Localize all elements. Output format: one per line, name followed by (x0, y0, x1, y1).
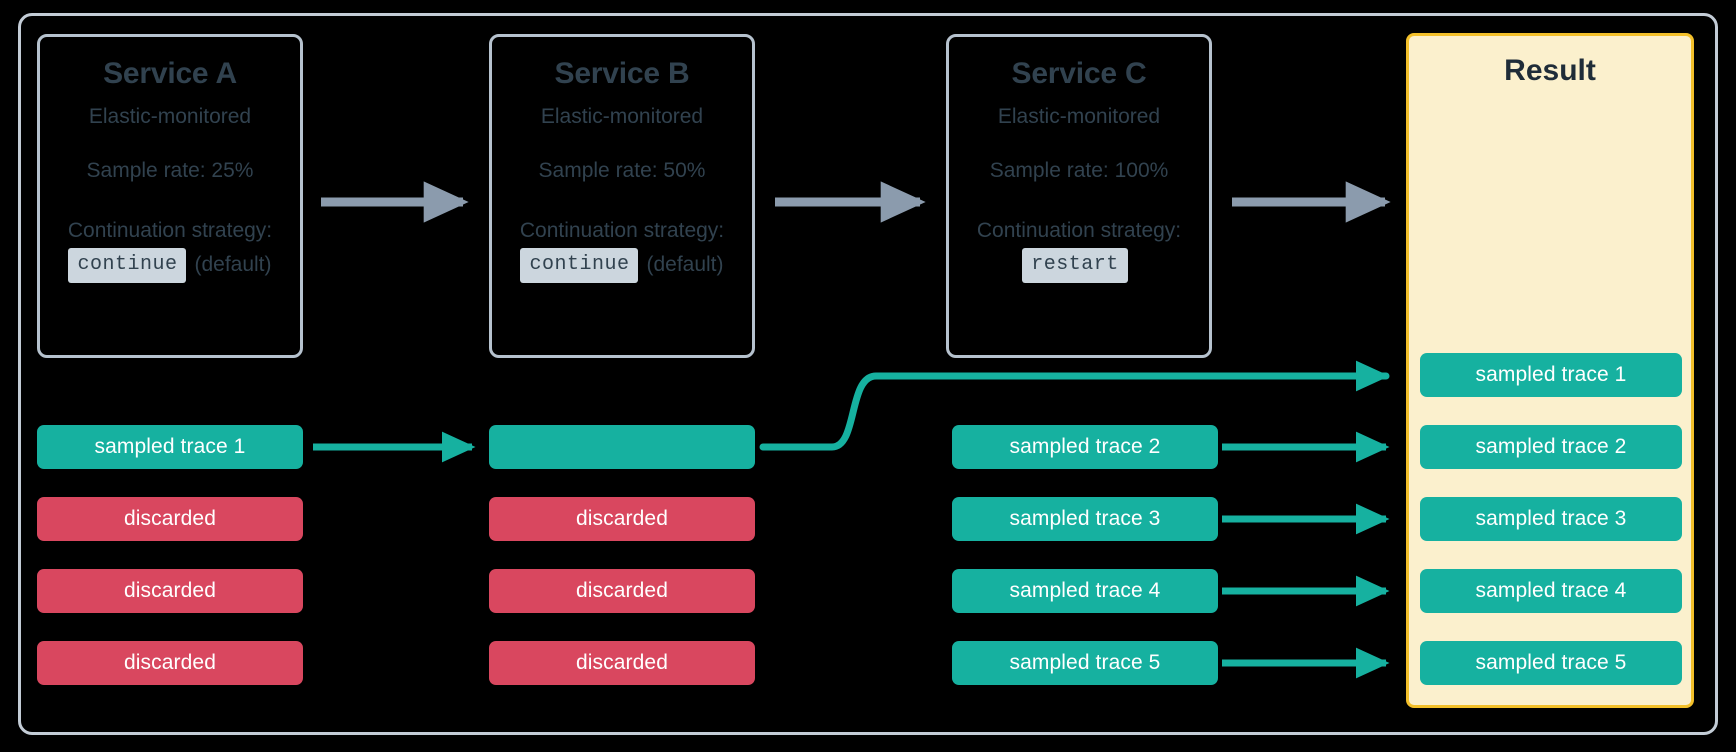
continuation-strategy-label: Continuation strategy: continue (default… (68, 217, 272, 283)
result-title: Result (1504, 54, 1596, 87)
service-subtitle: Elastic-monitored (540, 105, 704, 128)
strategy-row: continue (default) (68, 247, 272, 283)
strategy-code-chip: restart (1022, 247, 1128, 283)
strategy-code-chip: continue (520, 247, 639, 283)
outer-frame (18, 13, 1718, 735)
result-trace-pill: sampled trace 3 (1420, 497, 1682, 541)
trace-pill: sampled trace 1 (37, 425, 303, 469)
service-sample-rate: Sample rate: 25% (86, 159, 254, 182)
result-trace-pill: sampled trace 1 (1420, 353, 1682, 397)
continuation-strategy-label: Continuation strategy: continue (default… (520, 217, 724, 283)
service-title: Service B (554, 57, 690, 90)
trace-pill: sampled trace 5 (952, 641, 1218, 685)
service-box-a: Service A Elastic-monitored Sample rate:… (37, 34, 303, 358)
trace-pill: discarded (37, 641, 303, 685)
service-box-b: Service B Elastic-monitored Sample rate:… (489, 34, 755, 358)
strategy-row: restart (977, 247, 1181, 283)
result-trace-pill: sampled trace 2 (1420, 425, 1682, 469)
result-trace-pill: sampled trace 5 (1420, 641, 1682, 685)
trace-pill: sampled trace 3 (952, 497, 1218, 541)
trace-pill: sampled trace 4 (952, 569, 1218, 613)
result-trace-pill: sampled trace 4 (1420, 569, 1682, 613)
trace-pill: discarded (489, 641, 755, 685)
service-subtitle: Elastic-monitored (88, 105, 252, 128)
continuation-strategy-label: Continuation strategy: restart (977, 217, 1181, 283)
trace-pill (489, 425, 755, 469)
trace-pill: discarded (489, 497, 755, 541)
trace-pill: discarded (37, 569, 303, 613)
strategy-default-note: (default) (194, 252, 272, 276)
strategy-label-text: Continuation strategy: (976, 219, 1182, 242)
service-sample-rate: Sample rate: 100% (989, 159, 1169, 182)
trace-pill: sampled trace 2 (952, 425, 1218, 469)
service-title: Service C (1011, 57, 1147, 90)
trace-pill: discarded (489, 569, 755, 613)
strategy-label-text: Continuation strategy: (67, 219, 273, 242)
strategy-row: continue (default) (520, 247, 724, 283)
service-box-c: Service C Elastic-monitored Sample rate:… (946, 34, 1212, 358)
strategy-code-chip: continue (68, 247, 187, 283)
service-sample-rate: Sample rate: 50% (538, 159, 706, 182)
service-subtitle: Elastic-monitored (997, 105, 1161, 128)
service-title: Service A (103, 57, 237, 90)
strategy-label-text: Continuation strategy: (519, 219, 725, 242)
strategy-default-note: (default) (646, 252, 724, 276)
trace-pill: discarded (37, 497, 303, 541)
